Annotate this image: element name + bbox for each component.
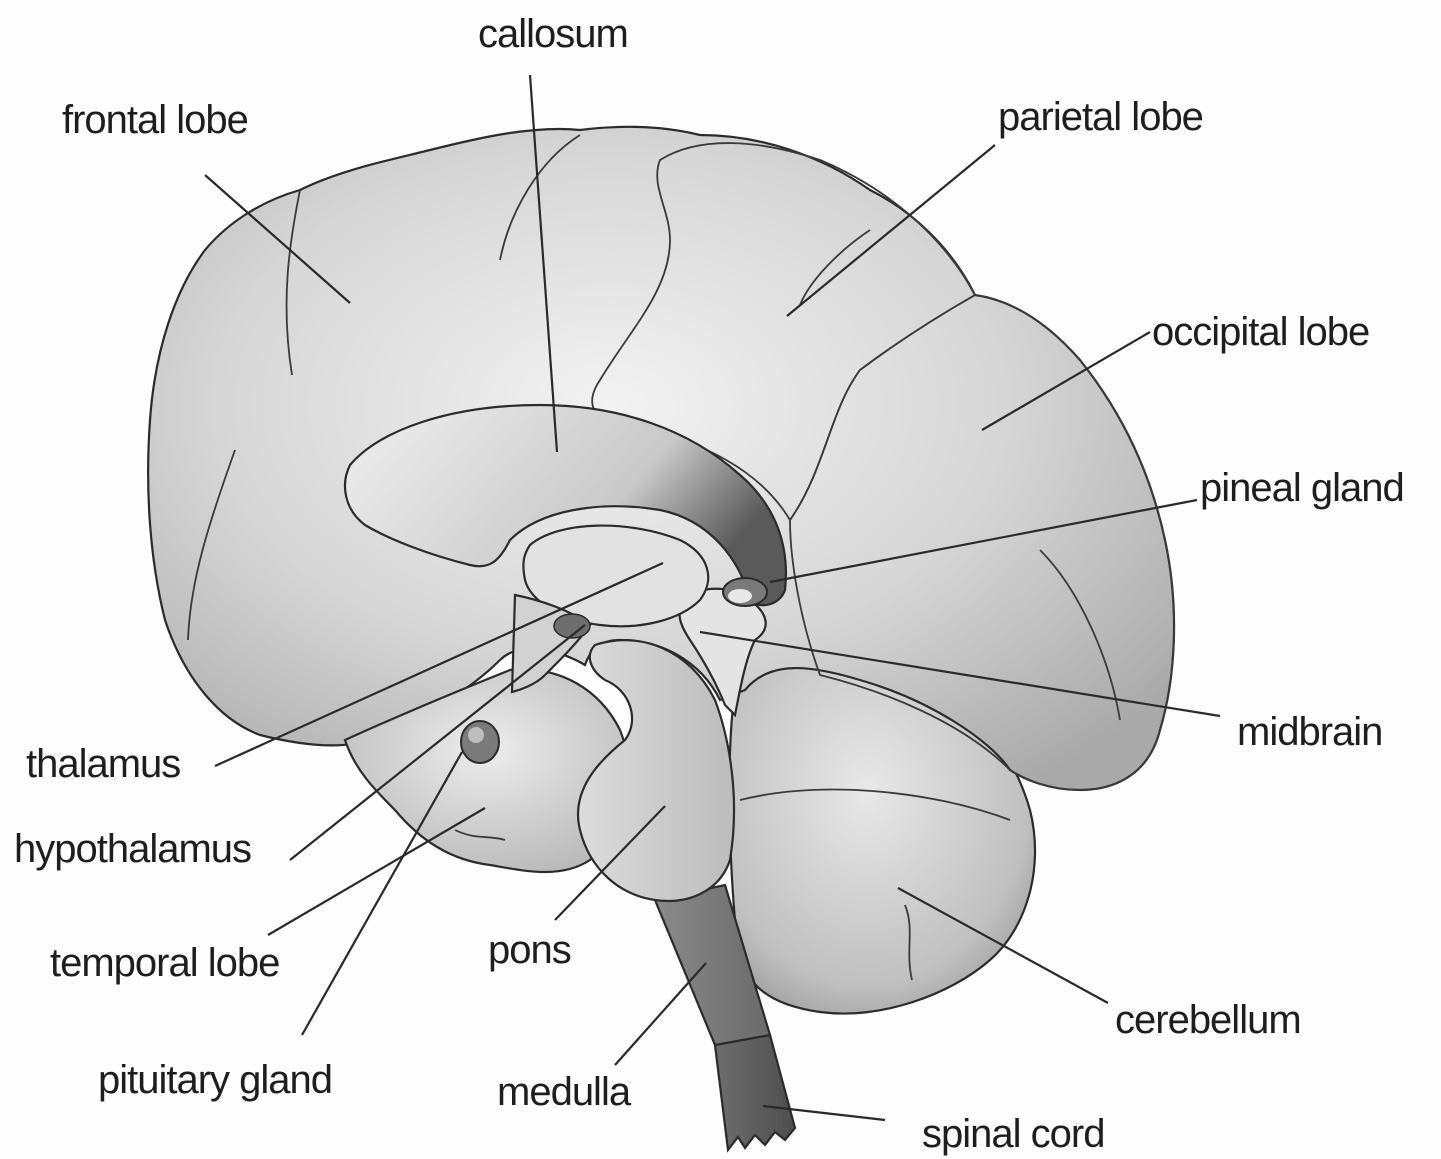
label-callosum: callosum xyxy=(478,14,628,54)
label-cerebellum: cerebellum xyxy=(1115,1000,1301,1040)
label-pineal-gland: pineal gland xyxy=(1200,468,1404,508)
pituitary-gland-shape xyxy=(461,721,499,763)
label-frontal-lobe: frontal lobe xyxy=(62,100,248,140)
label-spinal-cord: spinal cord xyxy=(922,1114,1104,1154)
label-pituitary-gland: pituitary gland xyxy=(98,1060,332,1100)
label-thalamus: thalamus xyxy=(26,744,180,784)
label-temporal-lobe: temporal lobe xyxy=(50,943,279,983)
leader-medulla xyxy=(615,963,706,1065)
label-midbrain: midbrain xyxy=(1237,712,1382,752)
label-parietal-lobe: parietal lobe xyxy=(998,97,1203,137)
label-occipital-lobe: occipital lobe xyxy=(1152,312,1369,352)
leader-temporal-lobe xyxy=(268,808,485,935)
label-pons: pons xyxy=(488,930,571,970)
spinal-cord-shape xyxy=(715,1035,795,1150)
label-medulla: medulla xyxy=(497,1072,630,1112)
label-hypothalamus: hypothalamus xyxy=(14,829,251,869)
